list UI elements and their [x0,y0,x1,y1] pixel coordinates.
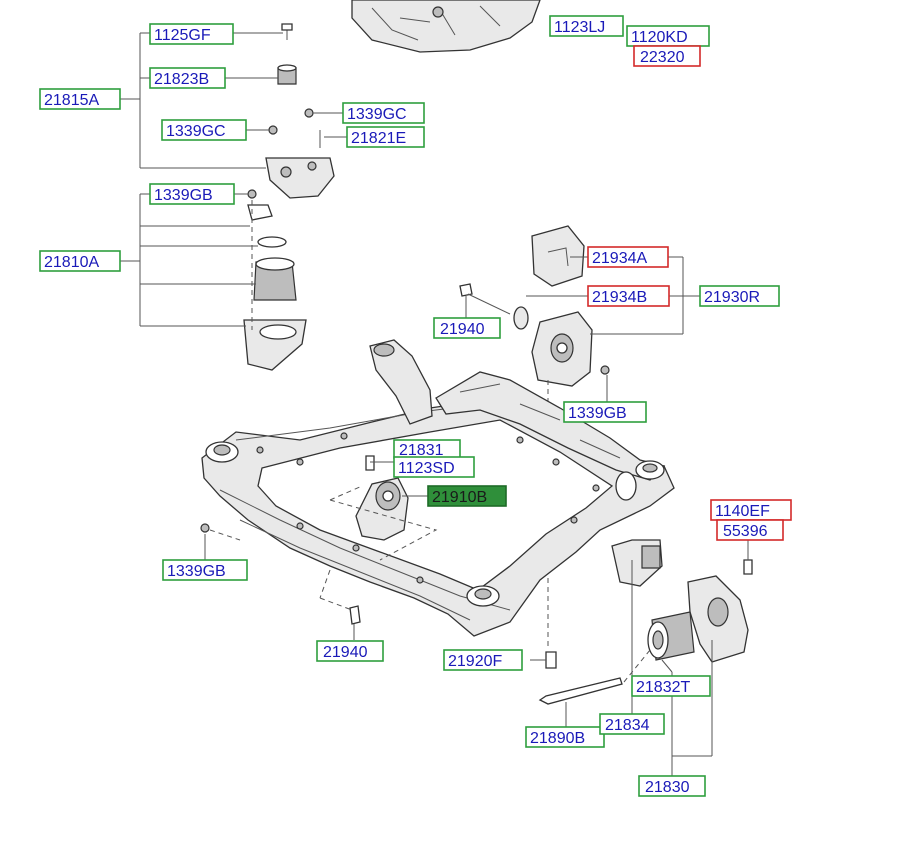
part-label-21810a: 21810A [39,250,121,272]
part-number-21910b: 21910B [432,489,487,506]
right-mount-bolt-21940-drawing [459,283,610,375]
mount-bracket-21815a-drawing [265,157,335,199]
bushing-21832t-drawing [647,611,695,661]
part-label-21830: 21830 [638,775,706,797]
part-number-21823b: 21823B [154,71,209,88]
part-number-1123lj: 1123LJ [554,19,605,36]
part-number-21940: 21940 [440,321,485,338]
part-number-21832t: 21832T [636,679,690,696]
part-label-21834: 21834 [599,713,665,735]
part-label-21815a: 21815A [39,88,121,110]
part-label-21940-top: 21940 [433,317,501,339]
stopper-21834-drawing [611,539,663,587]
part-label-21832t: 21832T [631,675,711,697]
part-number-21934b: 21934B [592,289,647,306]
part-number-1339gb: 1339GB [167,563,226,580]
engine-block-drawing [351,0,541,53]
right-mount-bracket-21930r-drawing [531,311,593,387]
subframe-bolts-left-drawing [200,523,557,669]
part-label-21934a: 21934A [587,246,669,268]
part-number-21834: 21834 [605,717,650,734]
part-number-21815a: 21815A [44,92,99,109]
part-number-21821e: 21821E [351,130,406,147]
part-number-21831: 21831 [399,442,444,459]
mount-bushing-21823b-drawing [277,64,297,85]
part-number-1339gc: 1339GC [166,123,226,140]
part-label-21940-bottom: 21940 [316,640,384,662]
part-number-21890b: 21890B [530,730,585,747]
part-label-1123lj: 1123LJ [549,15,624,37]
part-label-1123sd: 1123SD [393,456,475,478]
long-bolt-21890b-drawing [538,677,623,728]
part-label-1339gb-mid: 1339GB [563,401,647,423]
part-number-21940: 21940 [323,644,368,661]
part-label-21930r: 21930R [699,285,780,307]
right-mount-washer-21934b-drawing [513,306,529,330]
part-number-1123sd: 1123SD [398,460,455,477]
mount-insulator-21810a-drawing [243,189,307,371]
part-label-1339gc-left: 1339GC [161,119,247,141]
part-label-1120kd: 1120KD [626,25,710,47]
part-number-21930r: 21930R [704,289,760,306]
part-label-21821e: 21821E [346,126,425,148]
part-number-1125gf: 1125GF [154,27,211,44]
right-lower-bracket-55396-drawing [687,540,753,663]
part-label-22320: 22320 [633,45,701,67]
part-number-55396: 55396 [723,523,768,540]
part-number-21830: 21830 [645,779,690,796]
part-label-21934b: 21934B [587,285,670,307]
part-label-1125gf: 1125GF [149,23,234,45]
left-mount-bolt-drawing [281,23,293,40]
part-label-1339gb-bottom: 1339GB [162,559,248,581]
part-number-1120kd: 1120KD [631,29,688,46]
part-label-21910b: 21910B [427,485,507,507]
center-mount-21910b-drawing [329,455,438,561]
part-label-21823b: 21823B [149,67,226,89]
part-label-55396: 55396 [716,519,784,541]
part-number-21920f: 21920F [448,653,502,670]
part-label-1339gc-right: 1339GC [342,102,425,124]
part-label-21890b: 21890B [525,726,605,748]
part-number-22320: 22320 [640,49,685,66]
part-label-1140ef: 1140EF [710,499,792,521]
part-number-1339gc: 1339GC [347,106,407,123]
right-mount-stopper-21934a-drawing [531,225,585,287]
part-number-1339gb: 1339GB [154,187,213,204]
part-number-1140ef: 1140EF [715,503,770,520]
part-number-21810a: 21810A [44,254,99,271]
part-label-21920f: 21920F [443,649,523,671]
part-number-1339gb: 1339GB [568,405,627,422]
left-leader-lines [120,32,347,330]
part-label-21831: 21831 [393,439,461,459]
mount-nut-1339gc-drawing [268,108,321,148]
part-number-21934a: 21934A [592,250,647,267]
part-label-1339gb-top: 1339GB [149,183,235,205]
